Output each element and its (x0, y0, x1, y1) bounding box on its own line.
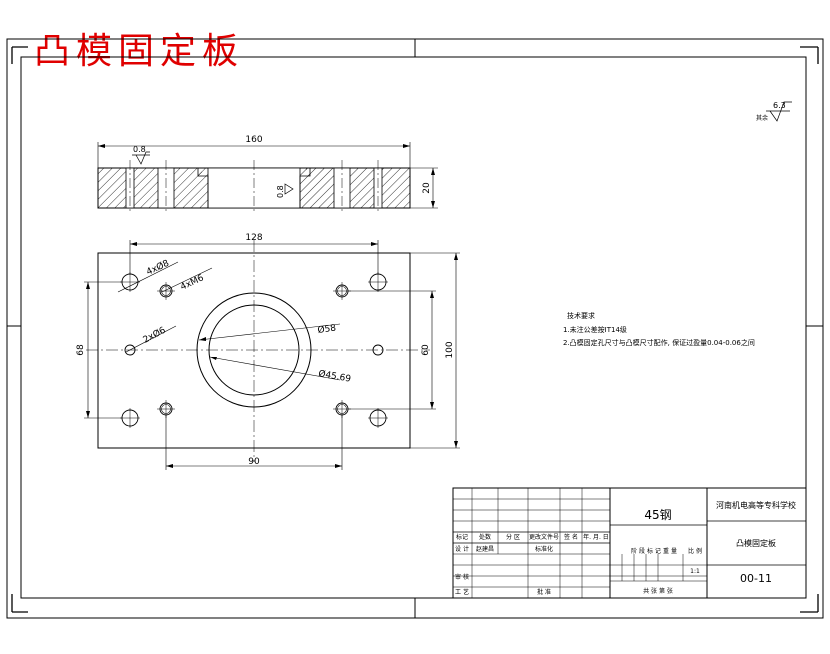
roughness-value: 6.3 (773, 101, 786, 110)
title-block-material: 45钢 (644, 508, 671, 522)
dim-height-20: 20 (422, 182, 432, 194)
dim-width-160: 160 (245, 135, 262, 145)
title-block-standard-label: 标准化 (535, 545, 553, 553)
sheet-border (6, 38, 824, 619)
label-4x-m6: 4xM6 (179, 273, 206, 293)
dim-right-60: 60 (421, 344, 431, 356)
roughness-top: 0.8 (133, 145, 146, 154)
title-block-sheet-label: 共 张 第 张 (643, 587, 673, 595)
tech-req-line1: 1.未注公差按IT14级 (563, 325, 627, 334)
tech-req-line2: 2.凸模固定孔尺寸与凸模尺寸配作, 保证过盈量0.04-0.06之间 (563, 338, 755, 347)
title-block-process-label: 工 艺 (455, 588, 469, 596)
plan-view (84, 240, 460, 470)
title-block-drawing-no: 00-11 (740, 572, 772, 585)
title-block-row-label-3: 更改文件号 (529, 533, 559, 541)
title-block-part-name: 凸模固定板 (736, 538, 776, 548)
title-block-review-label: 审 核 (455, 573, 469, 581)
roughness-mid: 0.8 (276, 185, 285, 198)
title-block-stage-label: 阶 段 标 记 (631, 547, 661, 555)
roughness-symbol (766, 101, 792, 122)
title-block-weight-label: 重 量 (663, 547, 677, 555)
title-block-school: 河南机电高等专科学校 (716, 500, 796, 510)
title-block-row-label-4: 签 名 (564, 533, 578, 541)
title-block-row-label-0: 标记 (456, 533, 468, 541)
title-block-approve-label: 批 准 (537, 588, 551, 596)
title-block-row-label-5: 年. 月. 日 (583, 533, 609, 541)
tech-req-heading: 技术要求 (567, 311, 595, 320)
dim-right-100: 100 (445, 341, 455, 358)
roughness-label: 其余 (756, 114, 768, 122)
title-block-row-label-2: 分 区 (506, 533, 520, 541)
title-block-designer: 赵建昌 (476, 545, 494, 553)
section-view (97, 142, 438, 214)
label-2x-dia6: 2xØ6 (141, 325, 167, 346)
label-4x-dia8: 4xØ8 (145, 258, 172, 278)
title-block-scale-label: 比 例 (688, 547, 702, 555)
dim-bottom-90: 90 (248, 457, 260, 467)
dim-hole-span-128: 128 (245, 233, 262, 243)
dim-left-68: 68 (76, 344, 86, 356)
title-block-design-label: 设 计 (455, 545, 469, 553)
label-dia58: Ø58 (317, 322, 337, 336)
label-dia45-69: Ø45.69 (317, 368, 352, 385)
title-block-scale: 1:1 (690, 568, 700, 575)
title-block-row-label-1: 处数 (479, 533, 491, 541)
title-block (452, 487, 807, 599)
